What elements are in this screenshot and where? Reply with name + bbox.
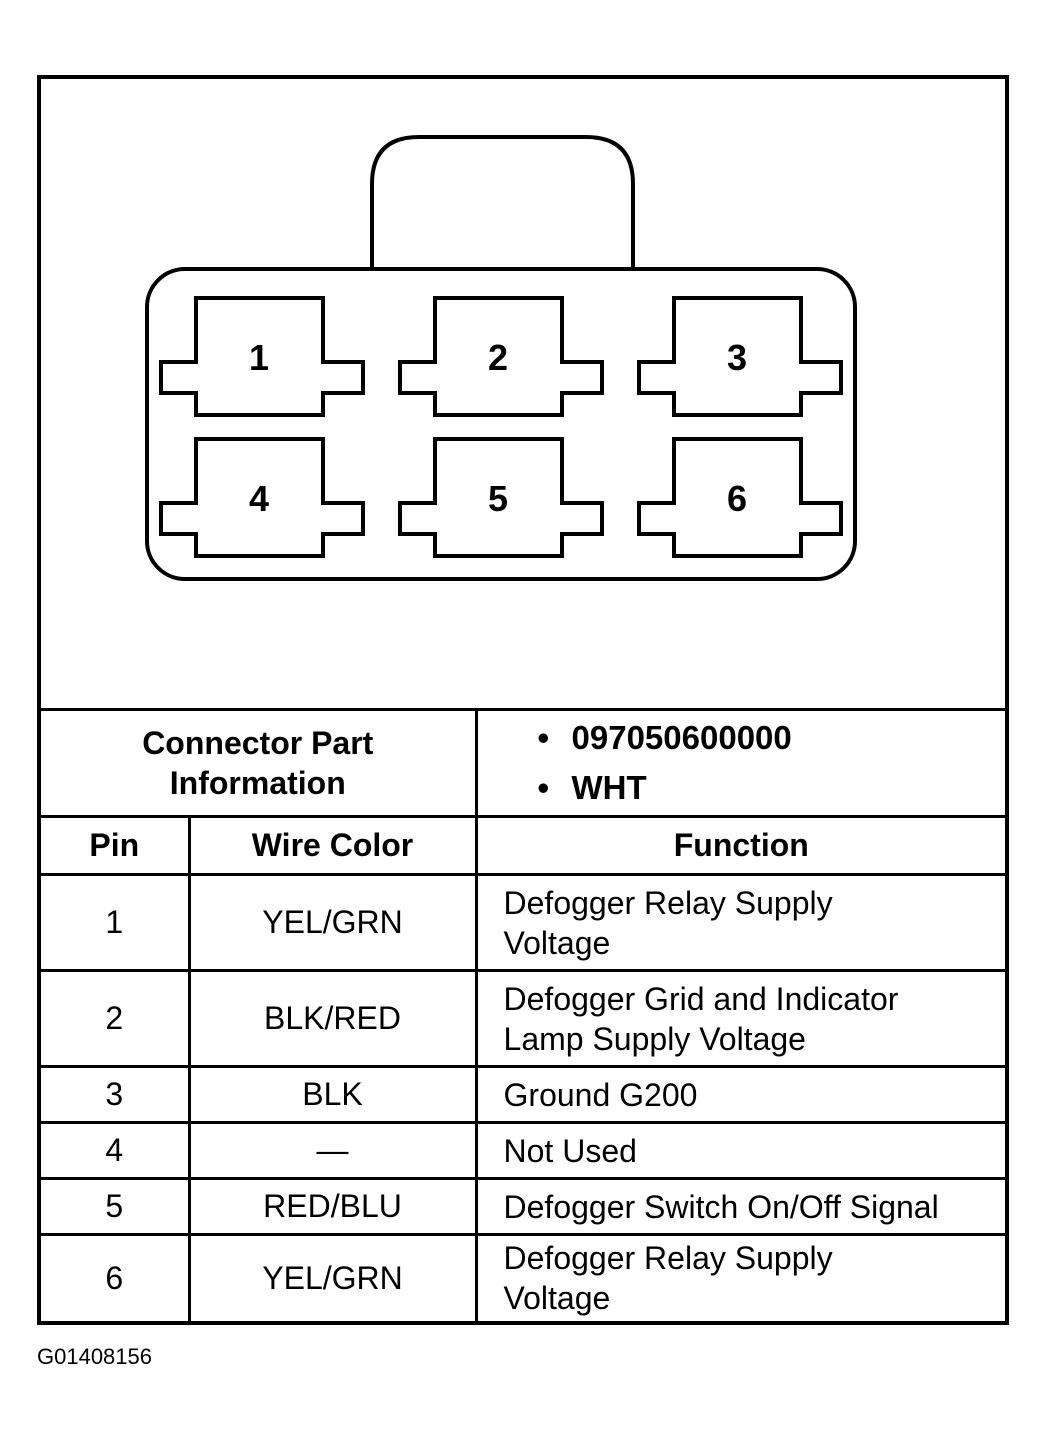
header-function: Function bbox=[474, 815, 1006, 876]
pin-cavity-4 bbox=[159, 437, 365, 558]
wire-color-cell: YEL/GRN bbox=[187, 873, 478, 972]
pin-label-3: 3 bbox=[727, 337, 747, 378]
bullet-icon: • bbox=[537, 719, 550, 756]
pin-cell: 1 bbox=[41, 873, 191, 972]
table-header-row: Pin Wire Color Function bbox=[41, 815, 1006, 876]
pin-label-2: 2 bbox=[488, 337, 508, 378]
wire-color-cell: RED/BLU bbox=[187, 1177, 478, 1236]
header-wire-color: Wire Color bbox=[187, 815, 478, 876]
connector-body bbox=[145, 267, 857, 581]
figure-id: G01408156 bbox=[37, 1344, 152, 1369]
pin-cavity-6 bbox=[637, 437, 843, 558]
pin-cell: 5 bbox=[41, 1177, 191, 1236]
pin-cavity-3 bbox=[637, 296, 843, 417]
pin-cavity-5 bbox=[398, 437, 604, 558]
table-row: 3 BLK Ground G200 bbox=[41, 1065, 1006, 1124]
pin-label-4: 4 bbox=[249, 478, 269, 519]
wire-color-cell: BLK/RED bbox=[187, 969, 478, 1068]
pin-label-5: 5 bbox=[488, 478, 508, 519]
function-cell: Not Used bbox=[474, 1121, 1006, 1180]
pin-label-6: 6 bbox=[727, 478, 747, 519]
pin-cell: 4 bbox=[41, 1121, 191, 1180]
table-row: 5 RED/BLU Defogger Switch On/Off Signal bbox=[41, 1177, 1006, 1236]
connector-face-diagram: 1 2 3 4 5 6 bbox=[145, 135, 857, 581]
function-cell: Defogger Switch On/Off Signal bbox=[474, 1177, 1006, 1236]
connector-latch bbox=[370, 135, 635, 271]
connector-info-label-line1: Connector Part bbox=[142, 725, 374, 761]
function-cell: Ground G200 bbox=[474, 1065, 1006, 1124]
pin-cell: 3 bbox=[41, 1065, 191, 1124]
pin-cavity-1 bbox=[159, 296, 365, 417]
pin-cavity-2 bbox=[398, 296, 604, 417]
wire-color-cell: BLK bbox=[187, 1065, 478, 1124]
connector-table: Connector Part Information • 097050600000… bbox=[41, 708, 1006, 1321]
wire-color-cell: YEL/GRN bbox=[187, 1233, 478, 1321]
table-row: 4 — Not Used bbox=[41, 1121, 1006, 1180]
connector-info-row: Connector Part Information • 097050600000… bbox=[41, 708, 1006, 818]
connector-info-label: Connector Part Information bbox=[41, 708, 478, 818]
header-pin: Pin bbox=[41, 815, 191, 876]
pin-cell: 2 bbox=[41, 969, 191, 1068]
connector-info-label-line2: Information bbox=[169, 765, 346, 801]
pin-cell: 6 bbox=[41, 1233, 191, 1321]
part-number: 097050600000 bbox=[571, 719, 792, 756]
pin-label-1: 1 bbox=[249, 337, 269, 378]
connector-color: WHT bbox=[571, 769, 647, 806]
bullet-icon: • bbox=[537, 769, 550, 806]
connector-info-values: • 097050600000 • WHT bbox=[474, 708, 1006, 818]
wire-color-cell: — bbox=[187, 1121, 478, 1180]
